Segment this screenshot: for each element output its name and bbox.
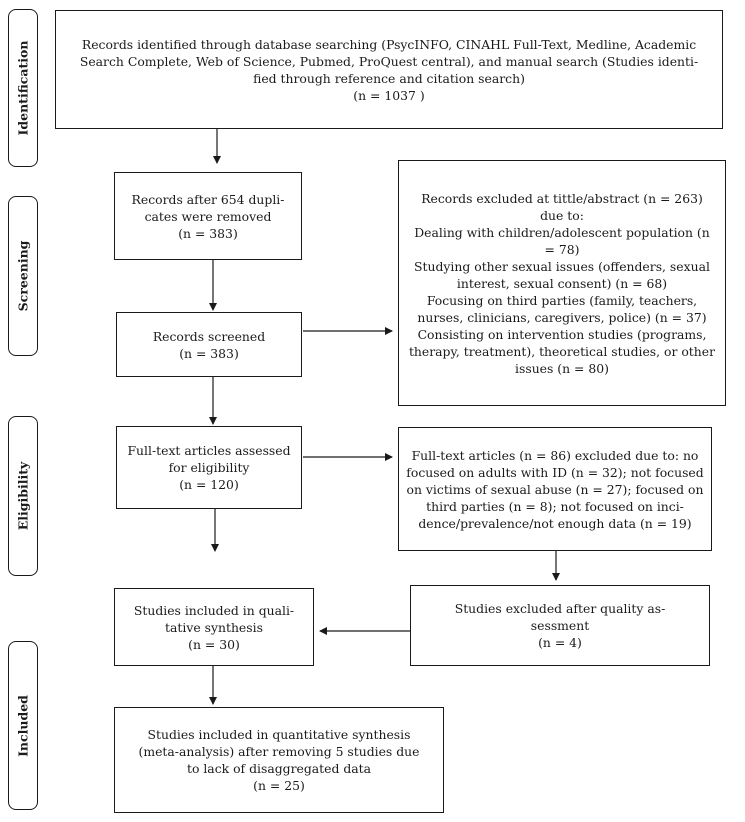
box-text: interest, sexual consent) (n = 68) (456, 275, 668, 291)
box-text: to lack of disaggregated data (186, 761, 372, 776)
box-text: Consisting on intervention studies (prog… (417, 326, 707, 342)
phase-label-included: Included (15, 694, 31, 757)
box-quality-assessment-excluded: Studies excluded after quality as- sessm… (410, 585, 710, 666)
phase-included: Included (8, 641, 38, 810)
box-text: Records excluded at tittle/abstract (n =… (421, 190, 703, 206)
box-text: nurses, clinicians, caregivers, police) … (417, 309, 707, 325)
box-count: (n = 120) (179, 477, 239, 492)
box-text: Focusing on third parties (family, teach… (426, 292, 698, 308)
box-text: third parties (n = 8); not focused on in… (426, 498, 684, 514)
box-text: Studies excluded after quality as- (454, 601, 666, 616)
phase-identification: Identification (8, 9, 38, 167)
box-count: (n = 25) (253, 778, 305, 793)
box-count: (n = 30) (188, 636, 240, 652)
box-text: Studies included in quali- (133, 602, 295, 618)
box-fulltext-excluded: Full-text articles (n = 86) excluded due… (398, 427, 712, 551)
box-text: Records identified through database sear… (81, 36, 697, 52)
box-text: sessment (530, 618, 590, 633)
box-text: due to: (540, 207, 584, 223)
box-text: cates were removed (144, 208, 272, 224)
box-text: on victims of sexual abuse (n = 27); foc… (406, 481, 704, 497)
box-text: Records after 654 dupli- (131, 191, 285, 207)
box-text: for eligibility (168, 460, 250, 475)
box-text: (meta-analysis) after removing 5 studies… (138, 744, 420, 759)
box-text: Dealing with children/adolescent populat… (414, 224, 710, 240)
box-text: = 78) (544, 241, 580, 257)
phase-screening: Screening (8, 196, 38, 356)
box-text: Records screened (152, 328, 266, 344)
phase-label-eligibility: Eligibility (15, 461, 31, 531)
box-quantitative-synthesis: Studies included in quantitative synthes… (114, 707, 444, 813)
box-records-identified: Records identified through database sear… (55, 10, 723, 129)
box-text: tative synthesis (165, 619, 263, 635)
phase-label-identification: Identification (15, 40, 31, 136)
phase-label-screening: Screening (15, 240, 31, 312)
box-qualitative-synthesis: Studies included in quali- tative synthe… (114, 588, 314, 666)
box-records-excluded-title-abstract: Records excluded at tittle/abstract (n =… (398, 160, 726, 406)
box-text: issues (n = 80) (515, 360, 609, 376)
box-text: Full-text articles assessed (127, 443, 291, 458)
phase-eligibility: Eligibility (8, 416, 38, 576)
box-text: fied through reference and citation sear… (253, 70, 525, 86)
box-text: Full-text articles (n = 86) excluded due… (411, 447, 699, 463)
box-text: focused on adults with ID (n = 32); not … (406, 464, 704, 480)
box-text: Studying other sexual issues (offenders,… (414, 258, 710, 274)
box-count: (n = 1037 ) (353, 87, 425, 103)
box-text: Studies included in quantitative synthes… (147, 727, 411, 742)
box-count: (n = 383) (179, 345, 239, 361)
box-text: therapy, treatment), theoretical studies… (408, 343, 716, 359)
box-text: dence/prevalence/not enough data (n = 19… (418, 515, 692, 531)
box-text: Search Complete, Web of Science, Pubmed,… (79, 53, 699, 69)
box-fulltext-assessed: Full-text articles assessed for eligibil… (116, 426, 302, 509)
box-count: (n = 4) (538, 635, 582, 650)
box-duplicates-removed: Records after 654 dupli- cates were remo… (114, 172, 302, 260)
box-records-screened: Records screened (n = 383) (116, 312, 302, 377)
box-count: (n = 383) (178, 225, 238, 241)
